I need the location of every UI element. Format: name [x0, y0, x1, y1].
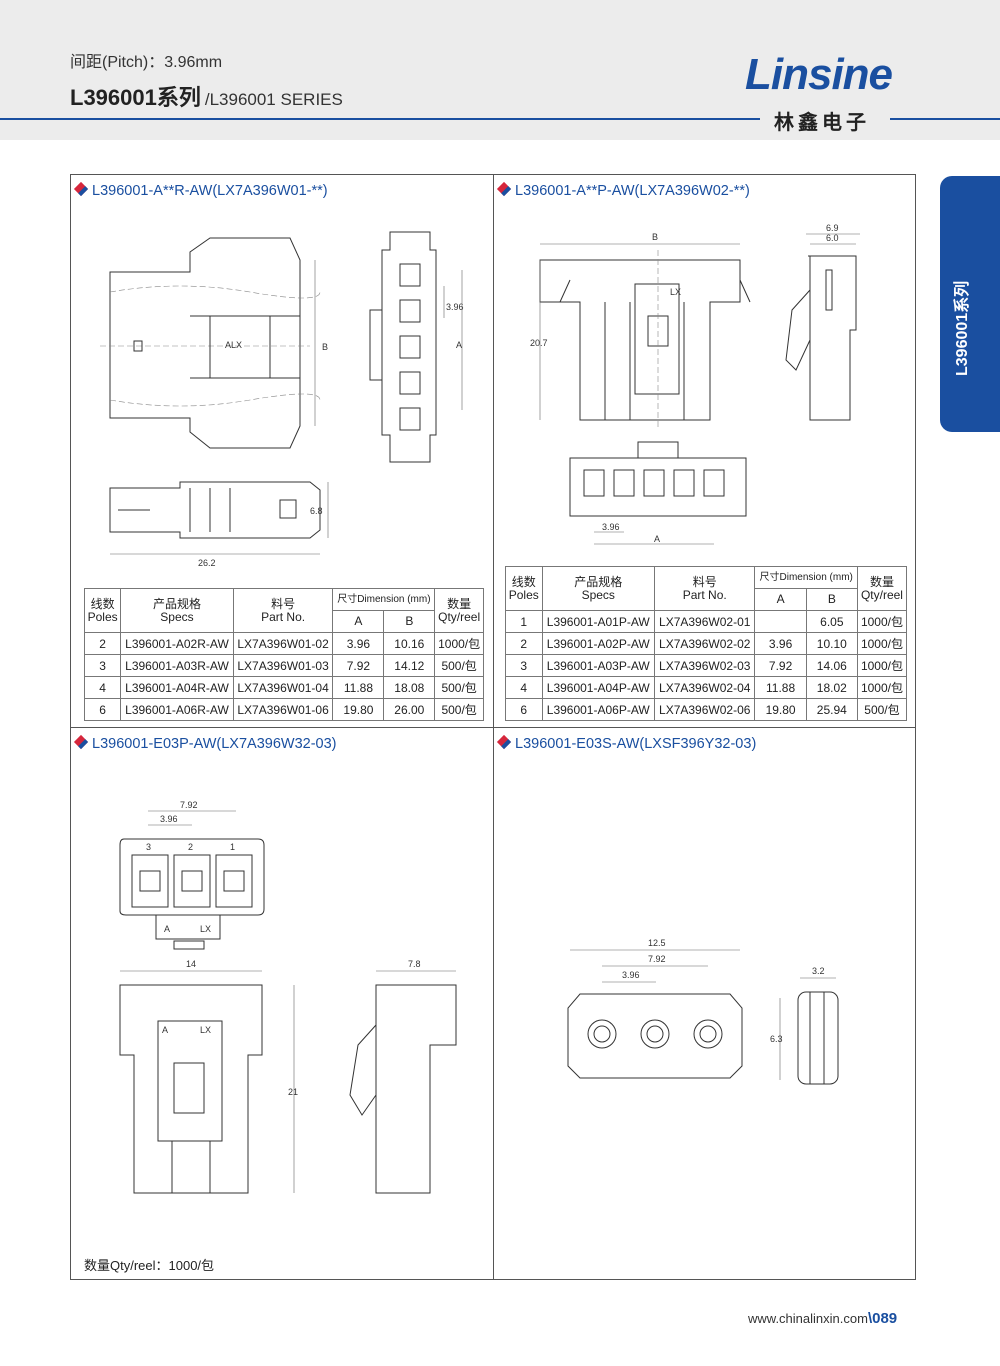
col-a: A [754, 588, 807, 611]
q1-title: L396001-A**R-AW(LX7A396W01-**) [73, 181, 328, 199]
svg-text:6.8: 6.8 [310, 506, 323, 516]
svg-text:3: 3 [146, 842, 151, 852]
series-title-en: /L396001 SERIES [204, 90, 343, 109]
footer-sep: \ [867, 1310, 873, 1327]
col-b: B [805, 588, 858, 611]
diamond-icon [73, 734, 89, 750]
svg-text:A: A [162, 1025, 168, 1035]
q3-title: L396001-E03P-AW(LX7A396W32-03) [73, 734, 337, 752]
svg-text:14: 14 [186, 959, 196, 969]
page-footer: www.chinalinxin.com\089 [748, 1310, 897, 1327]
svg-text:LX: LX [200, 924, 211, 934]
svg-text:B: B [652, 232, 658, 242]
series-title-cn: L396001系列 [70, 85, 201, 110]
brand-logo: Linsine [745, 50, 893, 99]
horizontal-divider [70, 727, 916, 728]
svg-text:2: 2 [188, 842, 193, 852]
svg-text:7.8: 7.8 [408, 959, 421, 969]
svg-text:LX: LX [200, 1025, 211, 1035]
svg-text:7.92: 7.92 [648, 954, 666, 964]
side-tab: L396001系列 [940, 176, 1000, 432]
q3-front-view: 14 A LX 21 [119, 959, 298, 1194]
svg-text:7.92: 7.92 [180, 800, 198, 810]
q4-drawing: 12.5 7.92 3.96 3.2 6.3 [567, 938, 839, 1085]
col-dimension: 尺寸Dimension (mm) [332, 588, 436, 611]
side-tab-label: L396001系列 [954, 280, 971, 376]
svg-text:6.3: 6.3 [770, 1034, 783, 1044]
page-number: 089 [872, 1310, 898, 1327]
svg-text:3.96: 3.96 [602, 522, 620, 532]
q2-title: L396001-A**P-AW(LX7A396W02-**) [496, 181, 750, 199]
svg-text:A: A [654, 534, 660, 544]
col-b: B [383, 610, 436, 633]
svg-text:B: B [322, 342, 328, 352]
header-rule-right [890, 118, 1000, 120]
q1-bottom-view: 6.8 26.2 [109, 481, 329, 568]
svg-text:A: A [456, 340, 462, 350]
q2-side-view: 6.9 6.0 [785, 223, 860, 421]
svg-text:20.7: 20.7 [530, 338, 548, 348]
svg-text:6.0: 6.0 [826, 233, 839, 243]
diamond-icon [496, 734, 512, 750]
qty-note: 数量Qty/reel：1000/包 [84, 1258, 215, 1273]
svg-text:3.96: 3.96 [160, 814, 178, 824]
q2-front-view: B LX 20.7 [530, 232, 751, 430]
svg-text:12.5: 12.5 [648, 938, 666, 948]
brand-logo-cn: 林鑫电子 [770, 106, 874, 135]
q3-drawing: 7.92 3.96 3 2 1 A LX 14 A LX 21 7.8 [119, 800, 457, 1194]
page-header: 间距(Pitch)：3.96mm L396001系列/L396001 SERIE… [0, 0, 1000, 140]
col-a: A [332, 610, 385, 633]
col-dimension: 尺寸Dimension (mm) [754, 566, 858, 589]
q4-title: L396001-E03S-AW(LXSF396Y32-03) [496, 734, 756, 752]
q4-front-view: 12.5 7.92 3.96 [567, 938, 743, 1079]
svg-text:21: 21 [288, 1087, 298, 1097]
header-rule [0, 118, 760, 120]
svg-text:26.2: 26.2 [198, 558, 216, 568]
q1-top-view: LX A B [100, 237, 328, 449]
svg-text:3.96: 3.96 [622, 970, 640, 980]
q2-bottom-view: 3.96 A [569, 441, 747, 545]
diamond-icon [73, 181, 89, 197]
q1-end-view: 3.96 A [369, 231, 464, 463]
svg-text:6.9: 6.9 [826, 223, 839, 233]
diamond-icon [496, 181, 512, 197]
svg-text:A: A [225, 340, 231, 350]
svg-text:1: 1 [230, 842, 235, 852]
series-title: L396001系列/L396001 SERIES [70, 80, 343, 112]
svg-text:3.96: 3.96 [446, 302, 464, 312]
svg-text:LX: LX [670, 287, 681, 297]
q4-side-view: 3.2 6.3 [770, 966, 839, 1085]
svg-text:A: A [164, 924, 170, 934]
svg-text:3.2: 3.2 [812, 966, 825, 976]
svg-text:LX: LX [231, 340, 242, 350]
q3-end-view: 7.92 3.96 3 2 1 A LX [119, 800, 265, 950]
q1-drawing: LX A B 3.96 A 6.8 26.2 [100, 231, 464, 568]
footer-url: www.chinalinxin.com [748, 1311, 868, 1326]
q3-side-view: 7.8 [349, 959, 457, 1194]
q2-drawing: B LX 20.7 6.9 6.0 3.96 A [530, 223, 860, 545]
pitch-label: 间距(Pitch)：3.96mm [70, 54, 223, 71]
